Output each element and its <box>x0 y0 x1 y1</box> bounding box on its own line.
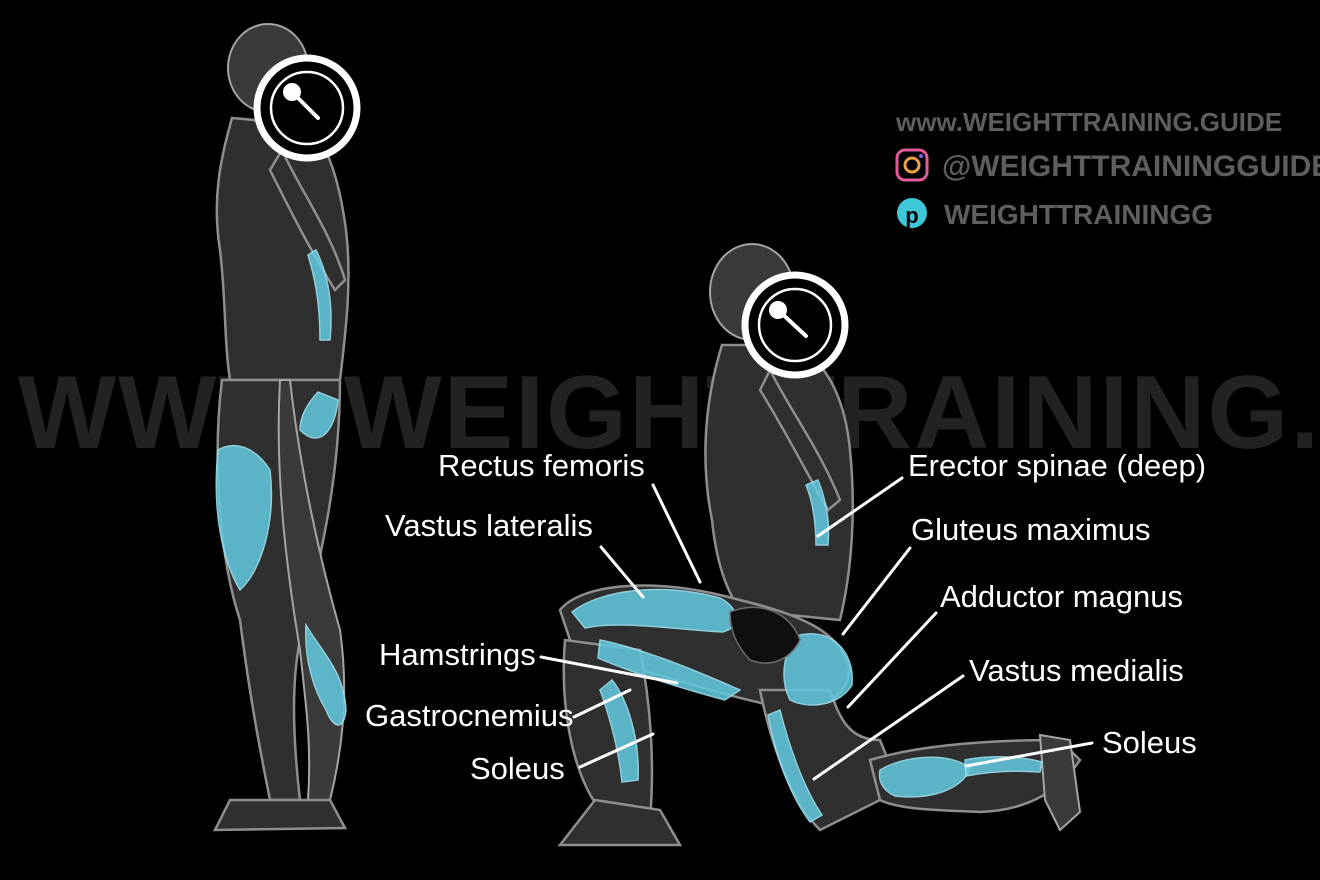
label-adductor-magnus: Adductor magnus <box>940 579 1183 614</box>
label-gastrocnemius: Gastrocnemius <box>365 698 573 733</box>
leader-gastrocnemius <box>572 688 632 719</box>
leader-rectus-femoris <box>651 483 702 584</box>
standing-plate-ring <box>269 70 345 146</box>
instagram-icon <box>895 148 929 182</box>
lunge-gastrocnemius-muscle <box>878 756 971 798</box>
leader-hamstrings <box>539 655 679 685</box>
leader-soleus-front <box>578 732 655 769</box>
leader-erector-spinae <box>816 476 904 538</box>
brand-website: www.WEIGHTTRAINING.GUIDE <box>895 107 1282 137</box>
standing-feet <box>212 798 348 832</box>
label-vastus-medialis: Vastus medialis <box>969 653 1184 688</box>
lunge-gluteus-maximus-muscle <box>783 633 853 706</box>
label-gluteus-maximus: Gluteus maximus <box>911 512 1150 547</box>
lunge-erector-spinae-muscle <box>805 479 830 546</box>
label-soleus-back: Soleus <box>1102 725 1197 760</box>
lunge-vastus-medialis-muscle <box>767 708 824 823</box>
standing-calf-muscle <box>305 622 347 726</box>
leader-vastus-lateralis <box>599 545 645 599</box>
lunge-barbell-end <box>769 301 787 319</box>
leader-vastus-medialis <box>812 674 965 781</box>
standing-quadriceps-muscle <box>215 445 273 592</box>
label-rectus-femoris: Rectus femoris <box>438 448 645 483</box>
leader-adductor-magnus <box>846 611 938 709</box>
standing-gluteus-muscle <box>299 391 339 439</box>
standing-erector-spinae-muscle <box>307 248 332 341</box>
label-vastus-lateralis: Vastus lateralis <box>385 508 593 543</box>
svg-text:p: p <box>905 203 918 228</box>
leader-gluteus-maximus <box>841 546 912 636</box>
standing-arm <box>268 147 347 292</box>
lunge-arm <box>758 367 842 512</box>
brand-pinterest-handle: WEIGHTTRAININGG <box>944 199 1213 230</box>
leader-soleus-back <box>964 741 1094 768</box>
lunge-front-calf-muscle <box>599 678 639 783</box>
lunge-back-foot <box>1038 733 1082 832</box>
lunge-plate-ring <box>757 287 833 363</box>
lunge-hip-shadow <box>729 606 801 664</box>
label-erector-spinae: Erector spinae (deep) <box>908 448 1206 483</box>
labels-left: Rectus femoris Vastus lateralis Hamstrin… <box>365 448 645 786</box>
label-soleus-front: Soleus <box>470 751 565 786</box>
label-hamstrings: Hamstrings <box>379 637 536 672</box>
standing-barbell-end <box>283 83 301 101</box>
standing-figure <box>212 23 361 832</box>
brand-block: www.WEIGHTTRAINING.GUIDE @WEIGHTTRAINING… <box>895 107 1320 230</box>
lunge-hamstrings-muscle <box>597 639 742 701</box>
labels-right: Erector spinae (deep) Gluteus maximus Ad… <box>908 448 1206 760</box>
lunge-front-foot <box>557 798 683 847</box>
pinterest-icon: p <box>897 198 927 228</box>
leader-lines <box>539 476 1094 781</box>
lunge-figure <box>557 243 1082 847</box>
brand-instagram-handle: @WEIGHTTRAININGGUIDE <box>942 150 1320 183</box>
lunge-torso <box>704 343 854 622</box>
